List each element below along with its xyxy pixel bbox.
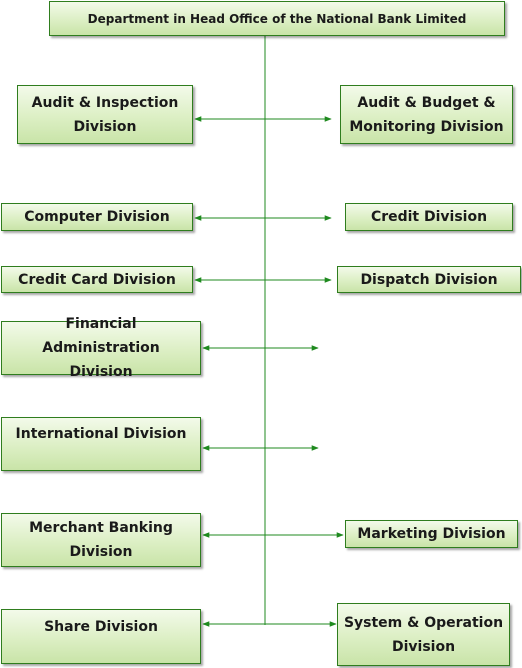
credit-card-division-label: Credit Card Division xyxy=(18,271,176,288)
dispatch-division-box: Dispatch Division xyxy=(337,266,521,293)
marketing-division-box: Marketing Division xyxy=(345,520,518,548)
international-division-box: International Division xyxy=(1,417,201,471)
audit-budget-monitoring-division-label: Audit & Budget & Monitoring Division xyxy=(349,94,504,135)
credit-card-division-box: Credit Card Division xyxy=(1,266,193,293)
marketing-division-label: Marketing Division xyxy=(357,526,506,542)
audit-inspection-division-label: Audit & Inspection Division xyxy=(31,94,179,135)
international-division-label: International Division xyxy=(15,426,187,442)
head-office-title-box: Department in Head Office of the Nationa… xyxy=(49,1,505,36)
financial-administration-division-label: Financial Administration Division xyxy=(42,316,160,380)
head-office-title: Department in Head Office of the Nationa… xyxy=(87,11,467,26)
merchant-banking-division-box: Merchant Banking Division xyxy=(1,513,201,567)
financial-administration-division-box: Financial Administration Division xyxy=(1,316,201,380)
credit-division-box: Credit Division xyxy=(345,203,513,231)
dispatch-division-label: Dispatch Division xyxy=(360,271,498,288)
computer-division-box: Computer Division xyxy=(1,203,193,231)
audit-budget-monitoring-division-box: Audit & Budget & Monitoring Division xyxy=(340,85,513,144)
audit-inspection-division-box: Audit & Inspection Division xyxy=(17,85,193,144)
merchant-banking-division-label: Merchant Banking Division xyxy=(29,520,173,560)
share-division-label: Share Division xyxy=(44,619,158,635)
credit-division-label: Credit Division xyxy=(370,209,488,225)
share-division-box: Share Division xyxy=(1,609,201,664)
system-operation-division-label: System & Operation Division xyxy=(343,614,504,655)
system-operation-division-box: System & Operation Division xyxy=(337,603,510,666)
computer-division-label: Computer Division xyxy=(24,209,170,225)
